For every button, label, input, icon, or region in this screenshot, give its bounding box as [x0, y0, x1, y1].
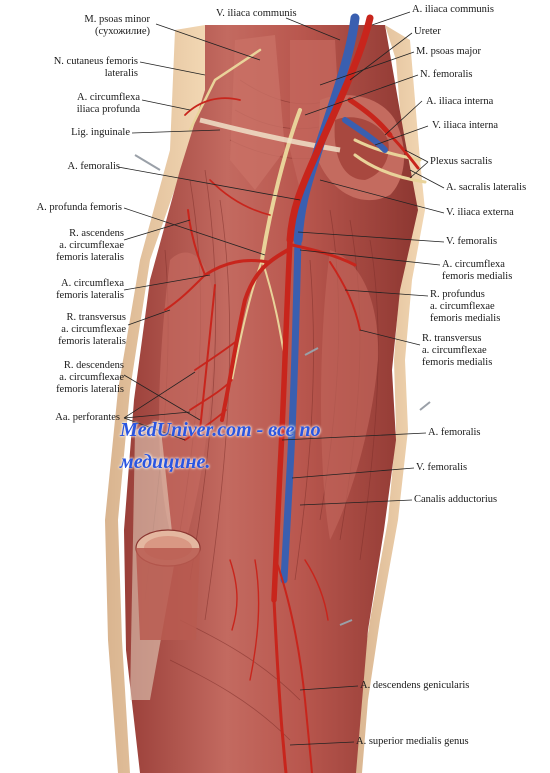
label-v-iliaca-communis: V. iliaca communis: [216, 8, 297, 19]
label-a-circumflexa-femoris-lateralis: A. circumflexa femoris lateralis: [56, 278, 124, 301]
label-a-sacralis-lateralis: A. sacralis lateralis: [446, 182, 527, 193]
label-cutaneus-femoris-lateralis: N. cutaneus femoris lateralis: [53, 56, 138, 79]
label-a-descendens-genicularis: A. descendens genicularis: [360, 680, 470, 691]
label-v-femoralis-upper: V. femoralis: [446, 236, 498, 247]
label-r-transversus-medialis: R. transversus a. circumflexae femoris m…: [422, 333, 493, 368]
pelvic-structures: [318, 95, 405, 201]
label-ureter: Ureter: [414, 26, 441, 37]
sartorius-stump: [135, 529, 201, 640]
label-v-femoralis-lower: V. femoralis: [416, 462, 468, 473]
label-psoas-minor: M. psoas minor (сухожилие): [84, 14, 150, 37]
label-a-profunda-femoris: A. profunda femoris: [36, 202, 122, 213]
label-psoas-major: M. psoas major: [416, 46, 482, 57]
label-lig-inguinale: Lig. inguinale: [71, 127, 130, 138]
watermark-line-1: MedUniver.com - все по: [120, 419, 321, 441]
label-canalis-adductorius: Canalis adductorius: [414, 494, 498, 505]
label-n-femoralis: N. femoralis: [420, 69, 473, 80]
label-r-ascendens: R. ascendens a. circumflexae femoris lat…: [56, 228, 124, 263]
leader-lines: [117, 11, 445, 746]
label-r-descendens: R. descendens a. circumflexae femoris la…: [56, 360, 124, 395]
label-a-femoralis-upper: A. femoralis: [67, 161, 121, 172]
label-circumflexa-iliaca-profunda: A. circumflexa iliaca profunda: [76, 92, 140, 115]
label-r-profundus: R. profundus a. circumflexae femoris med…: [430, 289, 501, 324]
label-a-iliaca-interna: A. iliaca interna: [426, 96, 494, 107]
label-aa-perforantes: Aa. perforantes: [55, 412, 120, 423]
label-a-femoralis-lower: A. femoralis: [428, 427, 481, 438]
label-plexus-sacralis: Plexus sacralis: [430, 156, 493, 167]
label-v-iliaca-externa: V. iliaca externa: [446, 207, 514, 218]
watermark-line-2: медицине.: [120, 451, 211, 473]
label-v-iliaca-interna: V. iliaca interna: [432, 120, 498, 131]
label-a-iliaca-communis: A. iliaca communis: [412, 4, 494, 15]
label-a-circumflexa-femoris-medialis: A. circumflexa femoris medialis: [442, 259, 513, 282]
label-a-superior-medialis-genus: A. superior medialis genus: [356, 736, 469, 747]
label-r-transversus-lateralis: R. transversus a. circumflexae femoris l…: [58, 312, 126, 347]
arteries: [164, 14, 420, 773]
pins: [134, 154, 431, 626]
